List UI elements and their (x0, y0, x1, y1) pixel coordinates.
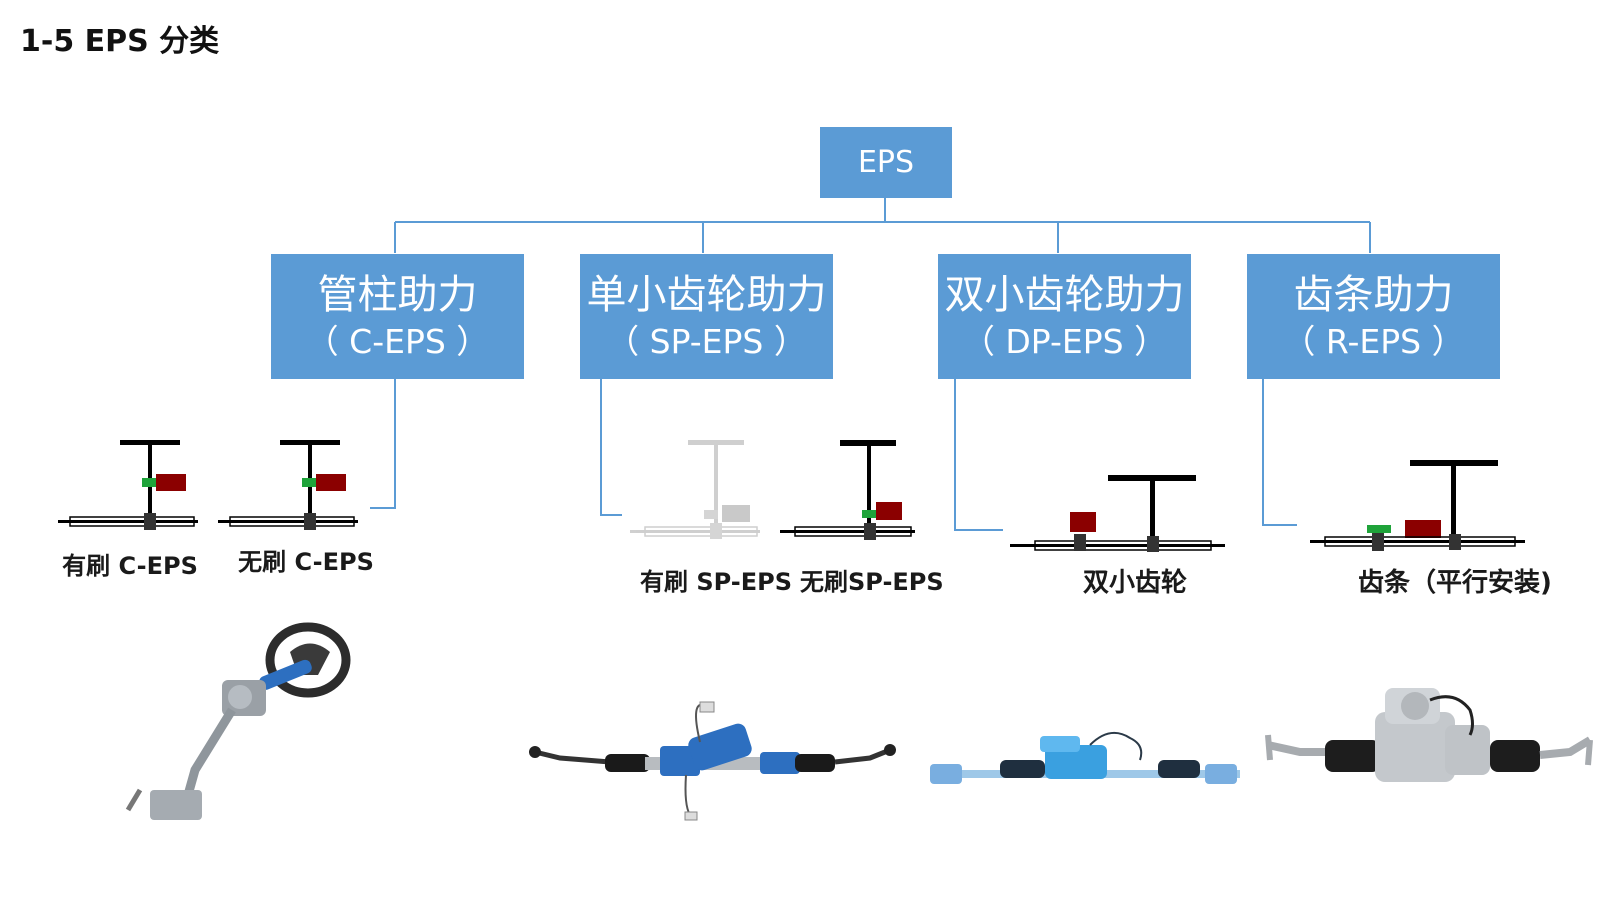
category-main-label: 双小齿轮助力 (944, 272, 1185, 319)
schematic-dual-pinion (1010, 475, 1225, 552)
leader-sp-eps (600, 377, 622, 516)
category-sub-label: （ SP-EPS ） (606, 322, 807, 362)
category-sub-label: （ DP-EPS ） (961, 322, 1168, 362)
schematic-brushless-c-eps (218, 440, 358, 530)
root-node: EPS (820, 127, 952, 198)
sp-eps-photo (529, 701, 896, 821)
r-eps-photo (1265, 688, 1593, 782)
dp-eps-photo (930, 731, 1240, 784)
category-r-eps: 齿条助力 （ R-EPS ） (1247, 254, 1500, 379)
caption-brushed-c-eps: 有刷 C-EPS (62, 552, 198, 580)
category-dp-eps: 双小齿轮助力 （ DP-EPS ） (938, 254, 1191, 379)
caption-brushed-sp-eps: 有刷 SP-EPS (640, 568, 793, 596)
caption-brushless-c-eps: 无刷 C-EPS (238, 548, 374, 576)
schematic-rack-parallel (1310, 460, 1525, 551)
category-sp-eps: 单小齿轮助力 （ SP-EPS ） (580, 254, 833, 379)
leader-c-eps (370, 377, 396, 509)
category-c-eps: 管柱助力 （ C-EPS ） (271, 254, 524, 379)
schematic-brushed-c-eps (58, 440, 198, 530)
root-label: EPS (857, 145, 915, 180)
tree-connectors (370, 198, 1371, 531)
caption-rack-parallel: 齿条（平行安装) (1358, 568, 1552, 598)
category-sub-label: （ R-EPS ） (1282, 322, 1465, 362)
category-main-label: 单小齿轮助力 (586, 272, 827, 319)
leader-r-eps (1262, 377, 1297, 526)
caption-brushless-sp-eps: 无刷SP-EPS (800, 568, 944, 596)
page-title: 1-5 EPS 分类 (20, 24, 220, 59)
category-main-label: 齿条助力 (1293, 272, 1454, 319)
caption-dual-pinion: 双小齿轮 (1082, 568, 1187, 598)
category-sub-label: （ C-EPS ） (305, 322, 490, 362)
schematic-brushed-sp-eps (630, 440, 760, 539)
leader-dp-eps (954, 377, 1003, 531)
column-eps-photo (125, 622, 351, 820)
schematic-brushless-sp-eps (780, 440, 915, 540)
category-main-label: 管柱助力 (317, 272, 478, 319)
